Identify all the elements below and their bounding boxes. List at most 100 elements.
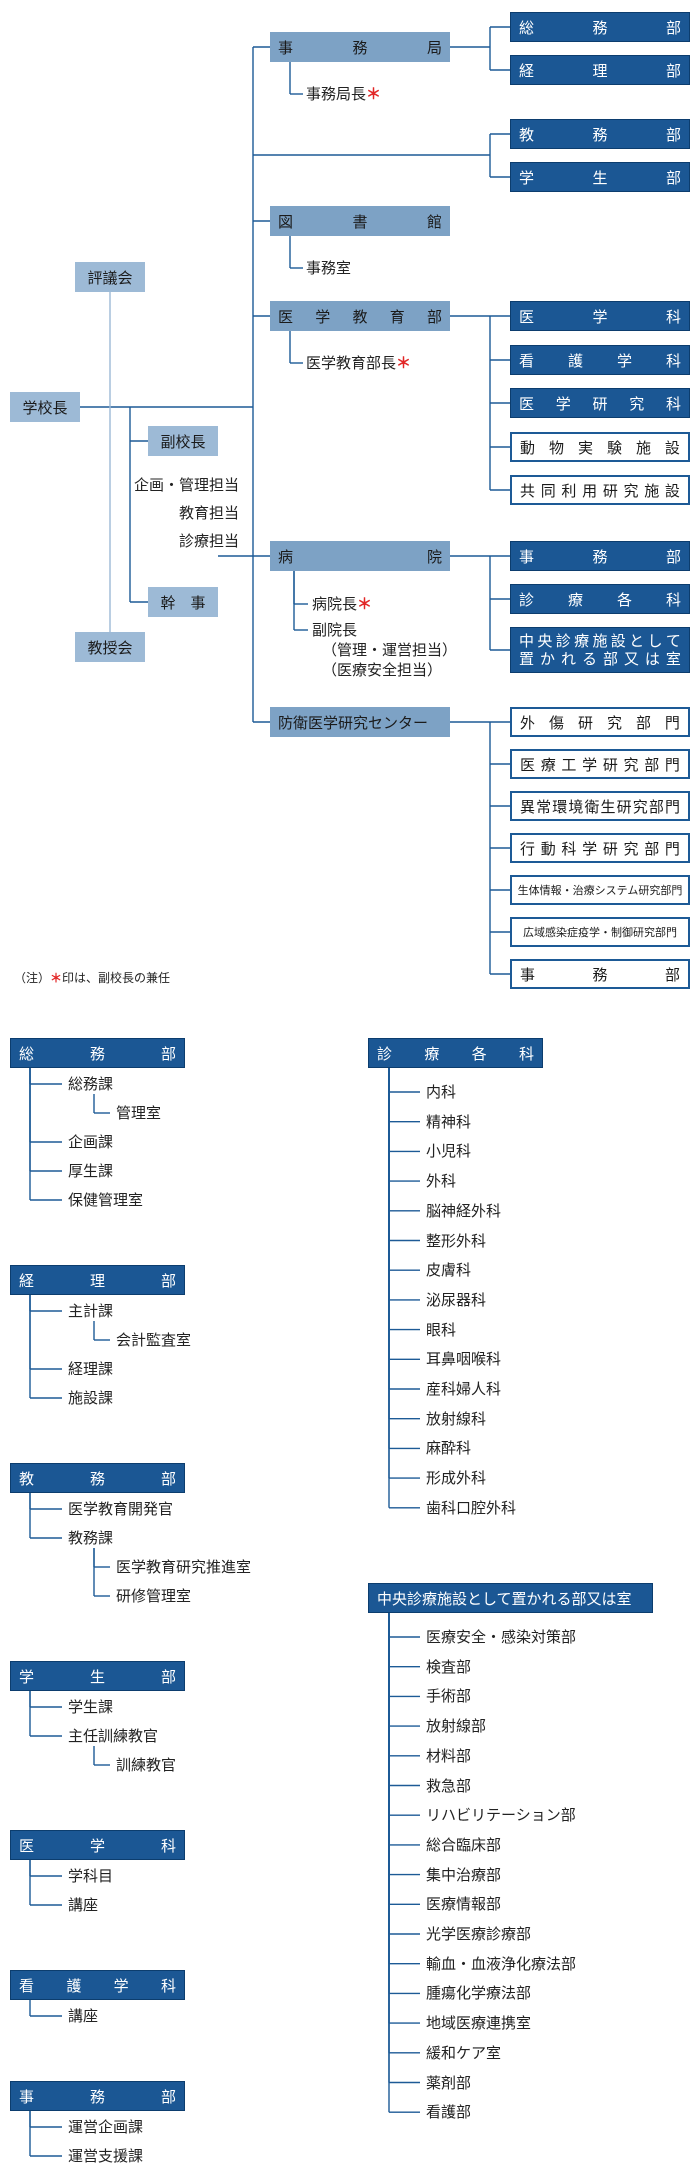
asterisk-mark: ＊: [357, 595, 373, 613]
list-item: 主計課: [68, 1302, 114, 1320]
clinical-list-item: 麻酔科: [426, 1439, 472, 1458]
box-label: 総務部: [519, 18, 681, 37]
section-header-1: 経理部: [10, 1265, 185, 1295]
section-title: 学生部: [19, 1667, 176, 1686]
unit-general-affairs: 総務部: [510, 12, 690, 42]
clinical-list-item: 歯科口腔外科: [426, 1498, 517, 1517]
section-title: 経理部: [19, 1271, 176, 1290]
box-label: 医学研究科: [519, 394, 681, 413]
clinical-list-item: 総合臨床部: [426, 1835, 502, 1854]
box-label: 看護学科: [519, 351, 681, 370]
box-label: 事務部: [519, 547, 681, 566]
clinical-list-item: 形成外科: [426, 1469, 487, 1488]
list-item: 教務課: [68, 1529, 114, 1547]
clinical-list-item: 眼科: [426, 1320, 457, 1339]
medical-education-box: 医学教育部: [270, 301, 450, 331]
clinical-list-item: 集中治療部: [426, 1865, 502, 1884]
box-label: 診療各科: [519, 590, 681, 609]
box-label: 事務局: [278, 38, 442, 57]
clinical-list-item: 内科: [426, 1083, 457, 1101]
unit-nursing-dept: 看護学科: [510, 345, 690, 375]
list-item: 医学教育開発官: [68, 1500, 174, 1518]
list-item: 学科目: [68, 1867, 114, 1885]
box-label: 動物実験施設: [520, 438, 680, 457]
hospital-deputy-role-admin: （管理・運営担当）: [322, 641, 458, 659]
unit-clinical-departments: 診療各科: [510, 584, 690, 614]
box-label: 医学科: [519, 307, 681, 326]
clinical-list-item: 地域医療連携室: [426, 2014, 532, 2033]
box-label: 図書館: [278, 212, 442, 231]
clinical-list-item: 整形外科: [426, 1231, 487, 1250]
clinical-list-item: 放射線科: [426, 1409, 487, 1428]
unit-bioinformatics: 生体情報・治療システム研究部門: [510, 875, 690, 905]
box-label: 事務部: [520, 965, 680, 984]
list-item: 運営支援課: [68, 2147, 144, 2165]
hospital-deputy-role-safety: （医療安全担当）: [322, 661, 443, 679]
box-label: 共同利用研究施設: [520, 481, 680, 500]
clinical-list-item: 腫瘍化学療法部: [426, 1984, 532, 2003]
hospital-box: 病院: [270, 541, 450, 571]
box-label: 医療工学研究部門: [520, 755, 680, 774]
vp-role-education: 教育担当: [179, 504, 240, 522]
section-header-right-0: 診療各科: [368, 1038, 543, 1068]
asterisk-mark: ＊: [50, 971, 63, 985]
clinical-list-item: 材料部: [426, 1746, 472, 1765]
clinical-list-item: 小児科: [426, 1142, 472, 1161]
footnote: （注）＊印は、副校長の兼任: [14, 971, 171, 985]
library-office-label: 事務室: [306, 259, 352, 277]
clinical-list-item: 医療安全・感染対策部: [426, 1628, 577, 1646]
section-header-right-1: 中央診療施設として置かれる部又は室: [368, 1583, 653, 1613]
list-item: 講座: [68, 2007, 99, 2025]
unit-graduate-school: 医学研究科: [510, 388, 690, 418]
section-title: 医学科: [19, 1836, 176, 1855]
section-header-3: 学生部: [10, 1661, 185, 1691]
sub-list-item: 訓練教官: [116, 1756, 177, 1774]
box-label: 病院: [278, 547, 442, 566]
clinical-list-item: 救急部: [426, 1776, 472, 1795]
clinical-list-item: 脳神経外科: [426, 1201, 502, 1220]
clinical-list-item: 皮膚科: [426, 1261, 472, 1280]
vp-role-planning: 企画・管理担当: [134, 476, 240, 494]
box-label: 学生部: [519, 168, 681, 187]
box-label: 外傷研究部門: [520, 713, 680, 732]
clinical-list-item: 光学医療診療部: [426, 1925, 532, 1943]
clinical-list-item: 医療情報部: [426, 1895, 502, 1914]
list-item: 学生課: [68, 1698, 114, 1716]
list-item: 運営企画課: [68, 2118, 144, 2136]
secretary-box: 幹 事: [148, 587, 218, 617]
unit-accounting: 経理部: [510, 55, 690, 85]
unit-central-clinical-facilities: 中央診療施設として 置かれる部又は室: [510, 627, 690, 673]
section-header-0: 総務部: [10, 1038, 185, 1068]
box-label: 教務部: [519, 125, 681, 144]
sub-list-item: 医学教育研究推進室: [116, 1558, 252, 1576]
hospital-deputy-label: 副院長: [312, 621, 358, 639]
research-center-box: 防衛医学研究センター: [270, 707, 450, 737]
section-title: 中央診療施設として置かれる部又は室: [377, 1589, 632, 1608]
section-header-6: 事務部: [10, 2081, 185, 2111]
clinical-list-item: 看護部: [426, 2103, 472, 2122]
sub-list-item: 管理室: [116, 1104, 162, 1122]
vice-president-box: 副校長: [148, 426, 218, 456]
clinical-list-item: 外科: [426, 1172, 457, 1191]
box-label: 医学教育部: [278, 307, 442, 326]
box-label: 中央診療施設として: [519, 632, 681, 650]
clinical-list-item: 薬剤部: [426, 2073, 472, 2092]
clinical-list-item: 検査部: [426, 1657, 472, 1676]
list-item: 総務課: [68, 1075, 114, 1093]
section-title: 看護学科: [19, 1976, 176, 1995]
unit-infectious-disease: 広域感染症疫学・制御研究部門: [510, 917, 690, 947]
asterisk-mark: ＊: [366, 85, 382, 103]
medical-education-head-label: 医学教育部長＊: [306, 354, 412, 372]
unit-medical-dept: 医学科: [510, 301, 690, 331]
secretariat-box: 事務局: [270, 32, 450, 62]
section-header-5: 看護学科: [10, 1970, 185, 2000]
president-box: 学校長: [10, 392, 80, 422]
unit-environmental-hygiene: 異常環境衛生研究部門: [510, 791, 690, 821]
clinical-list-item: 輸血・血液浄化療法部: [426, 1954, 577, 1973]
list-item: 主任訓練教官: [68, 1727, 159, 1745]
council-box: 評議会: [75, 262, 145, 292]
vp-role-clinical: 診療担当: [179, 532, 240, 550]
box-label: 経理部: [519, 61, 681, 80]
clinical-list-item: 産科婦人科: [426, 1380, 502, 1398]
